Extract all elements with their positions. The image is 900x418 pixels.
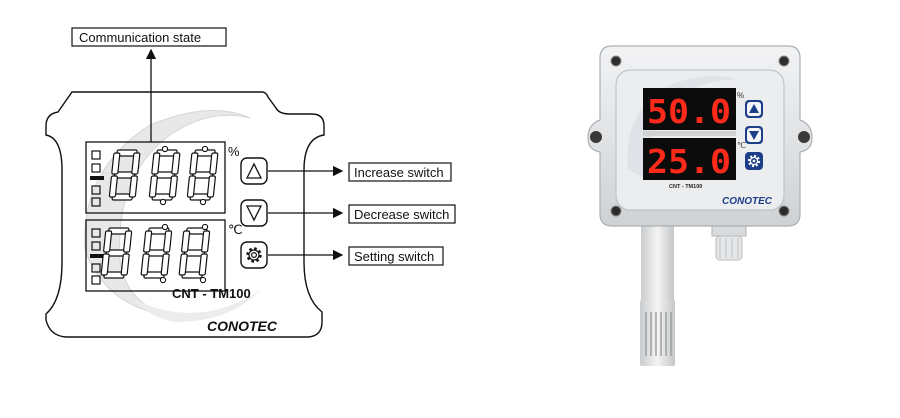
segment (191, 171, 214, 179)
temperature-unit-label: ℃ (228, 222, 243, 237)
led-panel-upper (643, 88, 736, 130)
segment (131, 152, 141, 175)
segment (153, 171, 176, 179)
decimal-point (199, 198, 207, 206)
setting-callout-box (348, 246, 444, 266)
sensor-probe-tip (640, 300, 675, 366)
photo-model-label: CNT - TM100 (669, 184, 702, 190)
segment (160, 253, 170, 276)
segment (143, 230, 153, 253)
segment (178, 253, 188, 276)
segment (105, 249, 128, 257)
photo-setting-button[interactable] (745, 152, 763, 170)
lower-display-frame (85, 219, 226, 292)
decrease-switch[interactable] (240, 199, 268, 227)
photo-increase-button[interactable] (745, 100, 763, 118)
front-panel-diagram: % ℃ CNT - TM100 CONOTEC Communication st… (45, 27, 456, 338)
status-indicators-upper (91, 150, 101, 207)
decimal-point (159, 198, 167, 206)
decrease-callout-box (348, 204, 456, 224)
status-dash-upper (90, 176, 104, 180)
housing-outline (45, 91, 325, 338)
gear-icon (246, 247, 262, 263)
led-panel-lower (643, 138, 736, 180)
segment (171, 152, 181, 175)
temperature-reading: 25.0 (647, 142, 731, 181)
segment (100, 253, 110, 276)
humidity-unit-label: % (228, 144, 240, 159)
increase-switch[interactable] (240, 157, 268, 185)
down-arrow-icon (749, 131, 759, 140)
communication-callout-label: Communication state (79, 30, 201, 45)
segment (120, 253, 130, 276)
decimal-point (159, 276, 167, 284)
brand-logo: CONOTEC (207, 318, 278, 334)
housing-screws (610, 55, 790, 217)
increase-callout-box (348, 162, 452, 182)
decrease-callout-label: Decrease switch (354, 207, 449, 222)
segment (198, 253, 208, 276)
segment (128, 175, 138, 198)
decimal-point (201, 145, 209, 153)
segment (145, 249, 168, 257)
decimal-point (161, 145, 169, 153)
segment (163, 230, 173, 253)
mount-hole-right (798, 131, 810, 143)
status-dash-lower (90, 254, 104, 258)
product-photo: 50.0 25.0 % ℃ CNT - TM100 CONOTEC (587, 45, 813, 366)
segment (181, 230, 191, 253)
down-arrow-icon (245, 205, 263, 222)
gear-icon (747, 154, 761, 168)
setting-callout-label: Setting switch (354, 249, 434, 264)
humidity-reading: 50.0 (647, 92, 731, 131)
up-arrow-icon (749, 104, 759, 113)
segment (123, 230, 133, 253)
segment (206, 175, 216, 198)
display-divider (643, 131, 736, 136)
sensor-probe (641, 222, 674, 304)
swoosh-decoration-lower (135, 290, 260, 322)
photo-brand-logo: CONOTEC (722, 196, 773, 207)
increase-callout-label: Increase switch (354, 165, 444, 180)
seven-segment-digits (100, 145, 219, 284)
upper-display-frame (85, 141, 226, 214)
up-arrow-icon (245, 162, 263, 179)
segment (151, 152, 161, 175)
segment (148, 175, 158, 198)
segment (183, 249, 206, 257)
photo-decrease-button[interactable] (745, 126, 763, 144)
segment (103, 230, 113, 253)
segment (209, 152, 219, 175)
probe-vents (645, 312, 672, 356)
segment (113, 171, 136, 179)
segment (168, 175, 178, 198)
model-label: CNT - TM100 (172, 286, 251, 301)
mount-hole-left (590, 131, 602, 143)
setting-switch[interactable] (240, 241, 268, 269)
segment (201, 230, 211, 253)
segment (140, 253, 150, 276)
decimal-point (199, 276, 207, 284)
status-indicators-lower (91, 228, 101, 285)
decimal-point (201, 223, 209, 231)
decimal-point (161, 223, 169, 231)
segment (108, 175, 118, 198)
communication-callout-box (71, 27, 227, 47)
segment (189, 152, 199, 175)
segment (111, 152, 121, 175)
photo-humidity-unit: % (737, 91, 744, 100)
segment (186, 175, 196, 198)
photo-temperature-unit: ℃ (737, 141, 746, 150)
